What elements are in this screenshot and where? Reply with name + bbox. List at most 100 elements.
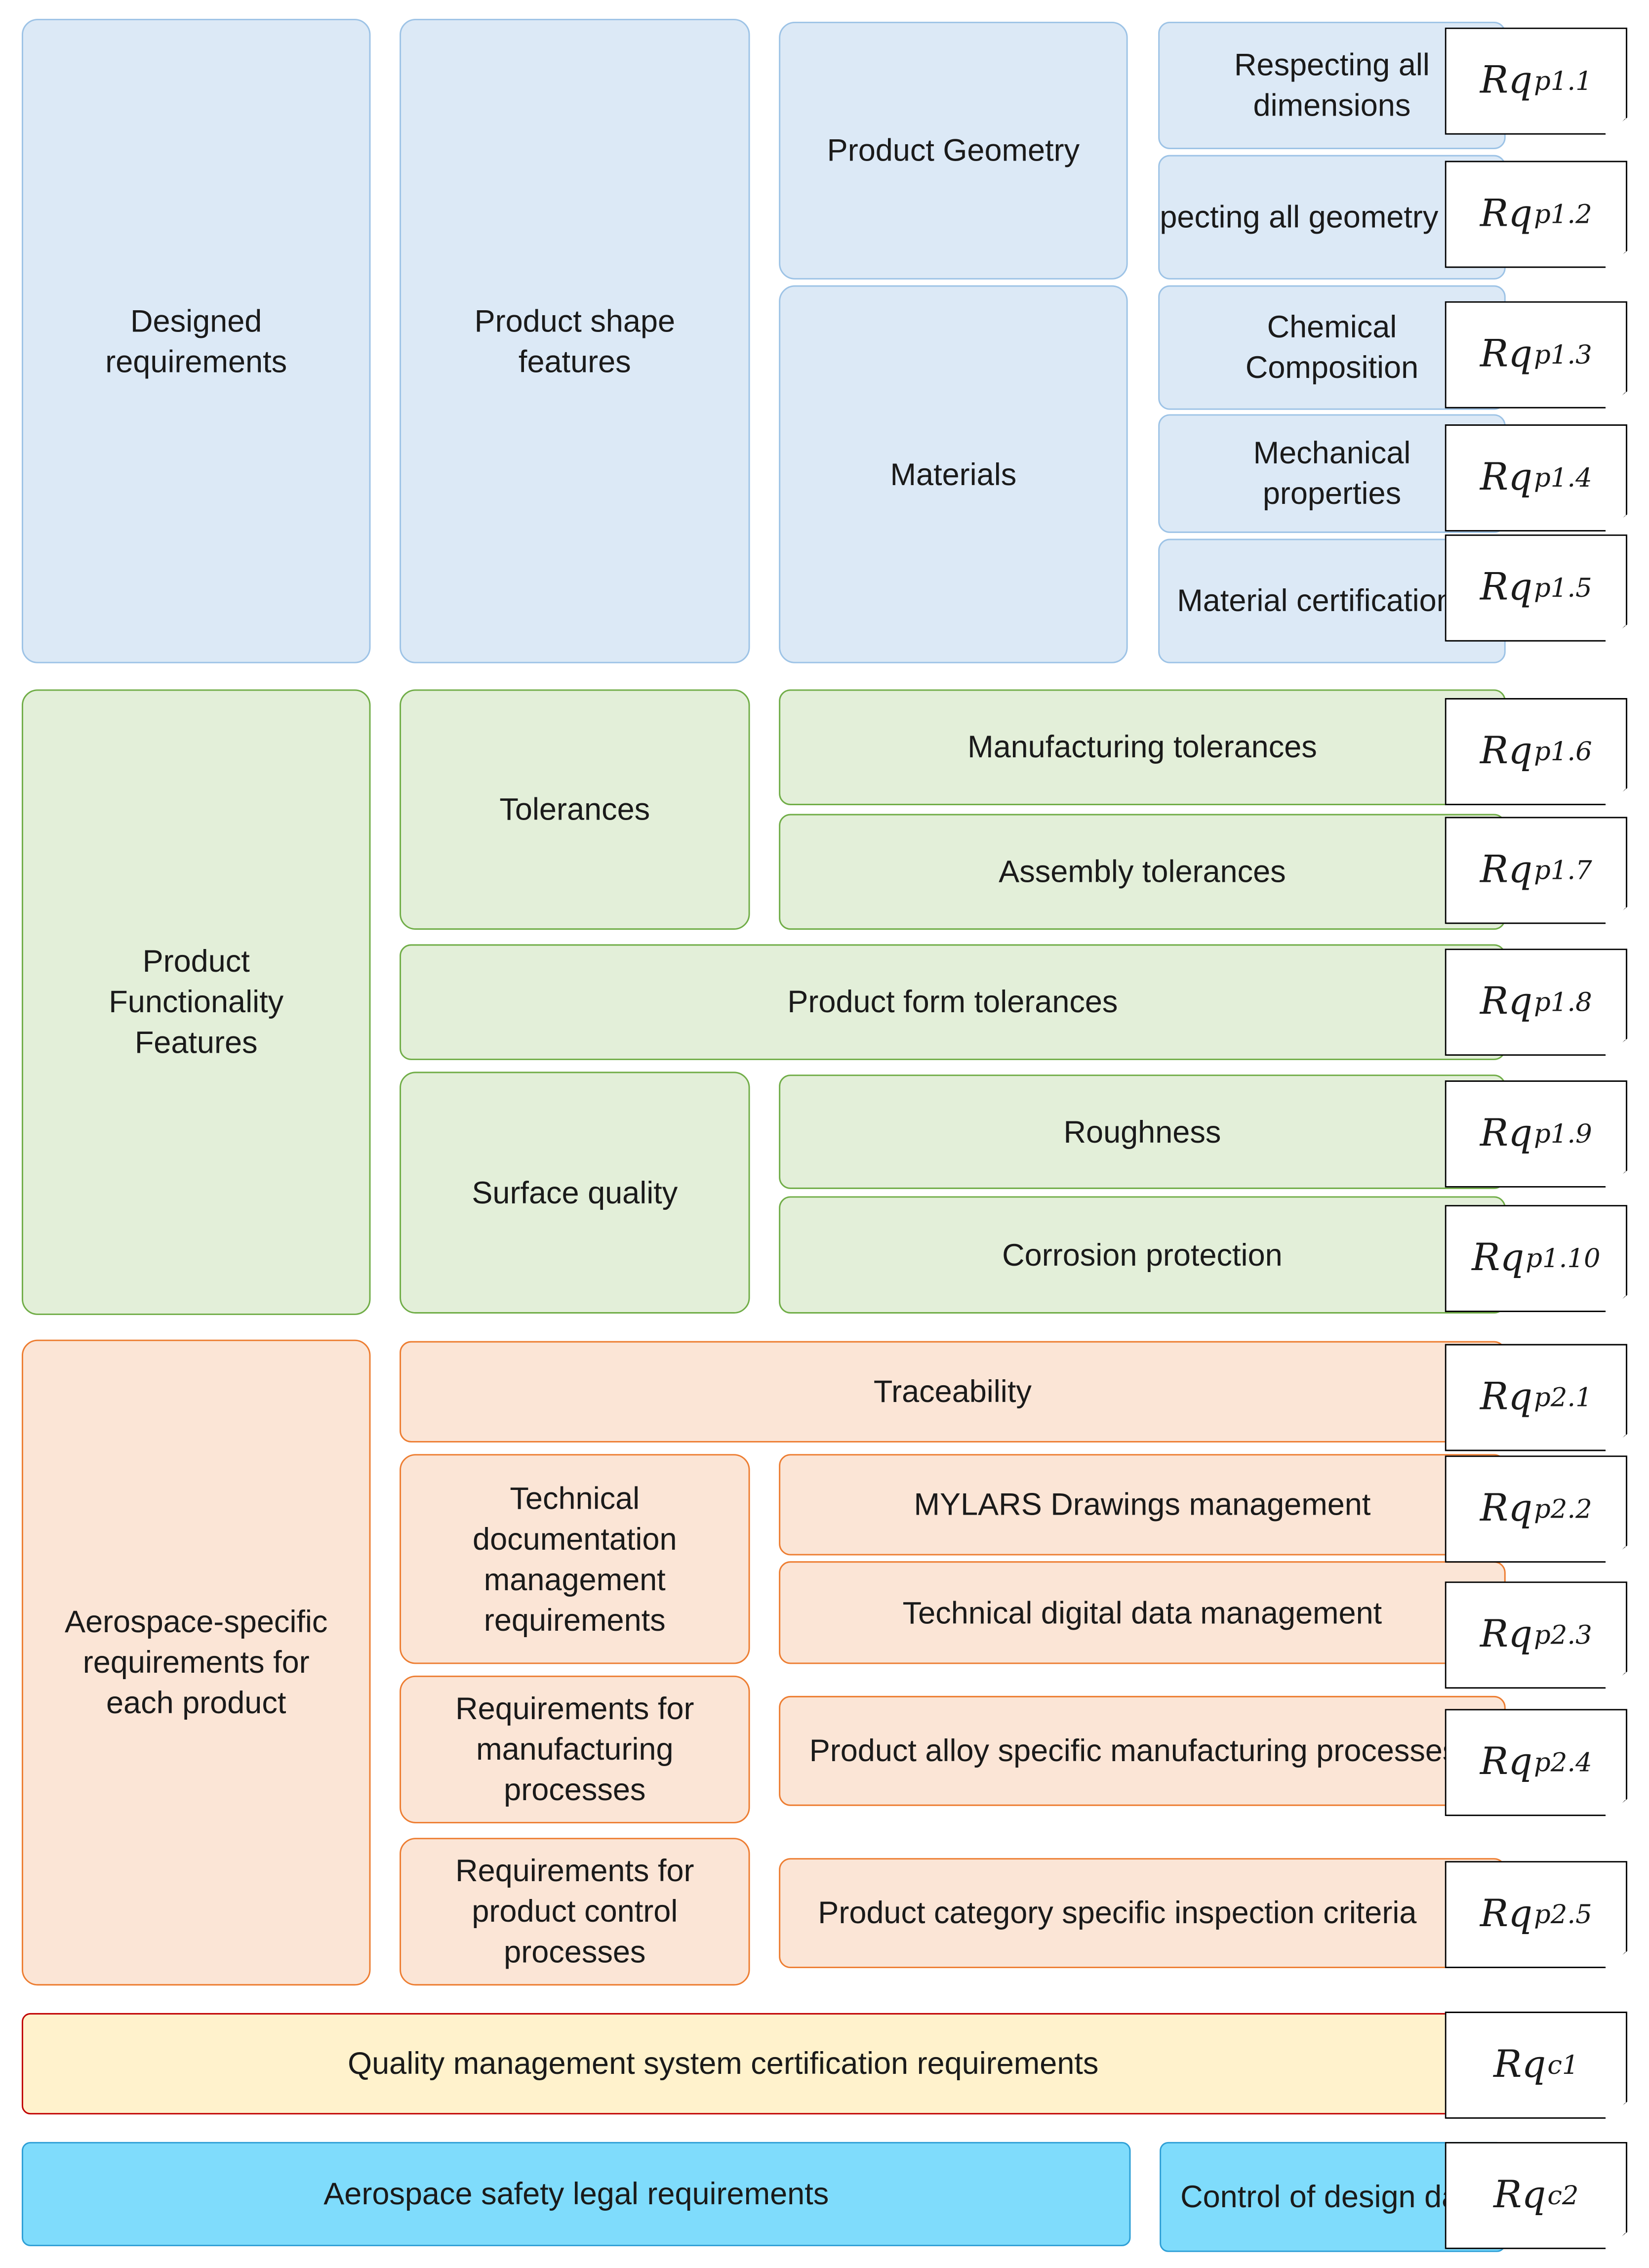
- dimensions-label: Respecting all dimensions: [1234, 47, 1430, 124]
- materials-box: Materials: [779, 285, 1128, 663]
- tag-subscript: p1.2: [1534, 199, 1592, 230]
- tag-base: Rq: [1480, 730, 1533, 774]
- digital-data-label: Technical digital data management: [902, 1595, 1382, 1630]
- alloy-processes-label: Product alloy specific manufacturing pro…: [809, 1733, 1458, 1769]
- tag-subscript: p2.5: [1534, 1899, 1592, 1930]
- tag-subscript: p2.2: [1534, 1493, 1592, 1525]
- control-processes-box: Requirements for product control process…: [400, 1838, 750, 1986]
- inspection-criteria-box: Product category specific inspection cri…: [779, 1858, 1506, 1969]
- technical-documentation-label: Technical documentation management requi…: [473, 1481, 677, 1638]
- tag-base: Rq: [1472, 1237, 1525, 1280]
- tag-base: Rq: [1480, 1376, 1533, 1419]
- mechanical-properties-label: Mechanical properties: [1253, 436, 1411, 511]
- material-certification-label: Material certification: [1177, 583, 1454, 619]
- product-functionality-label: Product Functionality Features: [109, 944, 284, 1060]
- tag-subscript: c1: [1547, 2050, 1579, 2081]
- product-geometry-box: Product Geometry: [779, 21, 1128, 280]
- chemical-composition-label: Chemical Composition: [1245, 310, 1419, 385]
- tag-base: Rq: [1480, 456, 1533, 500]
- tag-subscript: p1.1: [1534, 66, 1592, 96]
- technical-documentation-box: Technical documentation management requi…: [400, 1454, 750, 1664]
- product-functionality-box: Product Functionality Features: [21, 689, 371, 1315]
- tolerances-label: Tolerances: [499, 792, 650, 827]
- tag-base: Rq: [1480, 1740, 1533, 1784]
- tag-subscript: c2: [1547, 2180, 1579, 2211]
- tag-base: Rq: [1480, 1112, 1533, 1156]
- manufacturing-tolerances-box: Manufacturing tolerances: [779, 689, 1506, 805]
- product-shape-features-box: Product shape features: [400, 19, 750, 663]
- roughness-box: Roughness: [779, 1074, 1506, 1189]
- tag-base: Rq: [1480, 566, 1533, 610]
- corrosion-protection-label: Corrosion protection: [1002, 1237, 1283, 1273]
- assembly-tolerances-label: Assembly tolerances: [999, 854, 1286, 890]
- form-tolerances-box: Product form tolerances: [400, 944, 1506, 1060]
- manufacturing-processes-label: Requirements for manufacturing processes: [455, 1691, 694, 1808]
- tag-base: Rq: [1480, 1487, 1533, 1531]
- tag-subscript: p2.1: [1534, 1382, 1592, 1413]
- designed-requirements-label: Designed requirements: [105, 303, 287, 379]
- tag-subscript: p1.4: [1534, 462, 1592, 494]
- quality-management-box: Quality management system certification …: [21, 2013, 1506, 2115]
- tag-base: Rq: [1493, 2043, 1546, 2087]
- tag-base: Rq: [1480, 192, 1533, 236]
- tag-base: Rq: [1480, 980, 1533, 1024]
- tag-subscript: p1.7: [1534, 855, 1592, 886]
- tag-base: Rq: [1480, 59, 1533, 103]
- tag-base: Rq: [1480, 1613, 1533, 1657]
- alloy-processes-box: Product alloy specific manufacturing pro…: [779, 1695, 1506, 1806]
- traceability-box: Traceability: [400, 1341, 1506, 1443]
- surface-quality-box: Surface quality: [400, 1072, 750, 1314]
- safety-legal-box: Aerospace safety legal requirements: [21, 2142, 1131, 2246]
- aerospace-specific-box: Aerospace-specific requirements for each…: [21, 1339, 371, 1986]
- tag-subscript: p1.8: [1534, 987, 1592, 1018]
- tag-base: Rq: [1480, 848, 1533, 892]
- manufacturing-processes-box: Requirements for manufacturing processes: [400, 1675, 750, 1823]
- design-data-label: Control of design data: [1180, 2180, 1485, 2215]
- digital-data-box: Technical digital data management: [779, 1561, 1506, 1664]
- tag-subscript: p2.3: [1534, 1619, 1592, 1650]
- tag-base: Rq: [1480, 1893, 1533, 1937]
- inspection-criteria-label: Product category specific inspection cri…: [818, 1896, 1417, 1931]
- tag-subscript: p1.9: [1534, 1118, 1592, 1150]
- manufacturing-tolerances-label: Manufacturing tolerances: [967, 730, 1317, 765]
- form-tolerances-label: Product form tolerances: [787, 985, 1118, 1020]
- tag-base: Rq: [1493, 2174, 1546, 2218]
- tolerances-box: Tolerances: [400, 689, 750, 930]
- tag-subscript: p1.10: [1526, 1243, 1601, 1274]
- tag-subscript: p1.5: [1534, 573, 1592, 604]
- tag-subscript: p1.6: [1534, 736, 1592, 767]
- aerospace-specific-label: Aerospace-specific requirements for each…: [64, 1605, 328, 1721]
- product-shape-features-label: Product shape features: [474, 303, 676, 379]
- tag-base: Rq: [1480, 333, 1533, 377]
- designed-requirements-box: Designed requirements: [21, 19, 371, 663]
- safety-legal-label: Aerospace safety legal requirements: [323, 2177, 829, 2212]
- roughness-label: Roughness: [1063, 1114, 1221, 1150]
- mylars-label: MYLARS Drawings management: [914, 1487, 1371, 1523]
- product-geometry-label: Product Geometry: [827, 133, 1080, 168]
- control-processes-label: Requirements for product control process…: [455, 1854, 694, 1970]
- mylars-box: MYLARS Drawings management: [779, 1454, 1506, 1556]
- assembly-tolerances-box: Assembly tolerances: [779, 814, 1506, 930]
- tag-subscript: p2.4: [1534, 1747, 1592, 1778]
- corrosion-protection-box: Corrosion protection: [779, 1196, 1506, 1314]
- quality-management-label: Quality management system certification …: [348, 2046, 1099, 2081]
- traceability-label: Traceability: [873, 1374, 1032, 1409]
